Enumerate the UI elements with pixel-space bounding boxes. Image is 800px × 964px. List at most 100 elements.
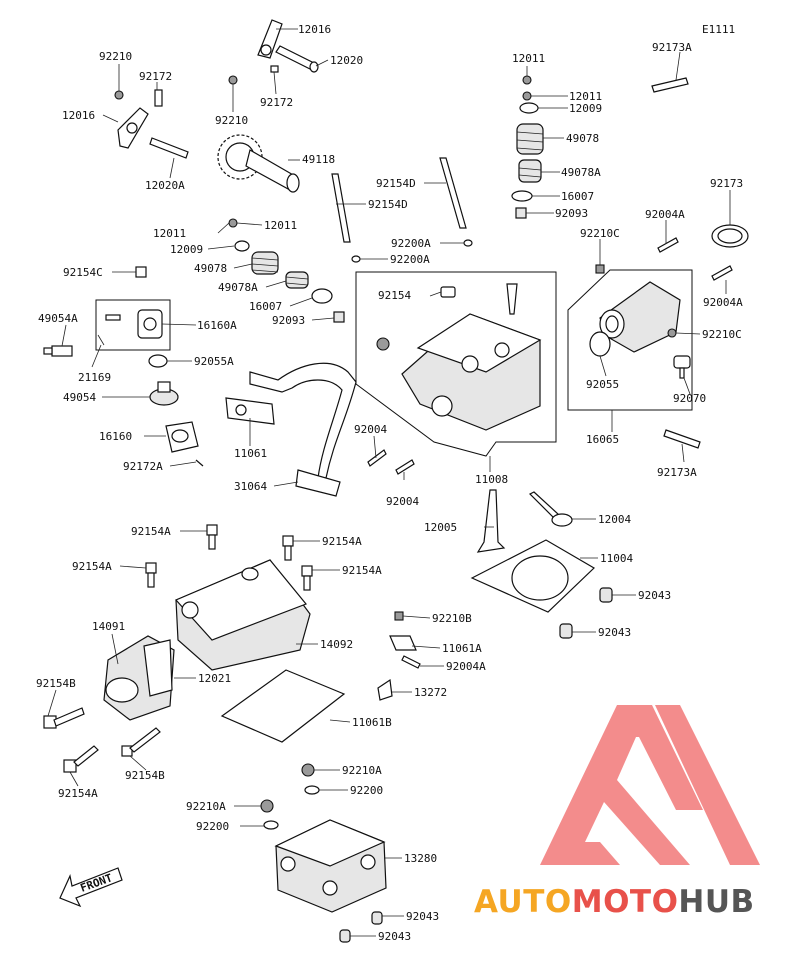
watermark-logo-shape [540, 705, 703, 865]
part-label: 92055 [586, 378, 619, 391]
cover-gasket-11061b [220, 669, 346, 743]
nut-92210-upper [228, 75, 238, 85]
diagram-code: E1111 [702, 23, 735, 36]
part-label: 11061 [234, 447, 267, 460]
part-label: 14091 [92, 620, 125, 633]
part-label: 92004A [703, 296, 743, 309]
part-label: 12009 [569, 102, 602, 115]
part-label: 92210C [702, 328, 742, 341]
part-label: 49054A [38, 312, 78, 325]
part-label: 92172 [139, 70, 172, 83]
bolt-92154a-bottom [63, 745, 99, 773]
part-label: 12020 [330, 54, 363, 67]
part-label: 12004 [598, 513, 631, 526]
washer-92200-upper [304, 785, 320, 795]
cylinder-head-group-bracket [355, 271, 557, 457]
part-label: 92093 [272, 314, 305, 327]
camshaft [217, 134, 300, 193]
part-label: 92154A [131, 525, 171, 538]
part-label: 92210C [580, 227, 620, 240]
pin-92172-left [154, 89, 163, 107]
valve-cotter-12011-right [522, 75, 532, 85]
automotohub-watermark: AUTOMOTOHUB [474, 705, 760, 920]
bolt-92154a-2 [282, 535, 294, 561]
nut-92210b [394, 611, 404, 621]
part-label: 92043 [598, 626, 631, 639]
part-label: 12016 [62, 109, 95, 122]
part-label: 92154B [36, 677, 76, 690]
spring-seat-16007-left [311, 288, 333, 304]
part-label: 92210B [432, 612, 472, 625]
part-label: 31064 [234, 480, 267, 493]
front-label: FRONT [79, 871, 115, 895]
part-label: 92055A [194, 355, 234, 368]
bolt-92154c [135, 266, 147, 278]
part-label: 92210 [215, 114, 248, 127]
bolt-92154a-3 [145, 562, 157, 588]
intake-pipe-group-bracket [567, 269, 693, 411]
gasket-12021 [143, 639, 173, 697]
o-ring-92055a [148, 354, 168, 368]
part-label: 12011 [569, 90, 602, 103]
part-label: 12009 [170, 243, 203, 256]
part-label: 21169 [78, 371, 111, 384]
part-label: 49078 [566, 132, 599, 145]
o-ring-92055 [589, 331, 611, 357]
nut-92210a-lower [260, 799, 274, 813]
part-label: 49078A [561, 166, 601, 179]
pin-92004a-lower [711, 265, 733, 281]
part-label: 92154A [72, 560, 112, 573]
part-label: 92093 [555, 207, 588, 220]
clamp-92173a-top [651, 77, 689, 93]
watermark-hub: HUB [678, 884, 754, 920]
nut-92210c-upper [595, 264, 605, 274]
valve-cotter-12011-left [228, 218, 238, 228]
retainer-12009-right [519, 102, 539, 114]
part-label: 92043 [406, 910, 439, 923]
part-label: 12011 [264, 219, 297, 232]
clamp-92173 [711, 224, 749, 248]
part-labels: E1111 12016 12020 92210 92172 12016 9217… [36, 23, 743, 943]
housing-16160 [165, 421, 199, 453]
part-label: 92210A [342, 764, 382, 777]
watermark-auto: AUTO [474, 884, 572, 920]
part-label: 49118 [302, 153, 335, 166]
bolt-92154a-4 [301, 565, 313, 591]
part-label: 11061A [442, 642, 482, 655]
washer-92200-lower [263, 820, 279, 830]
camshaft-holder-13280 [274, 819, 387, 913]
part-label: 92043 [378, 930, 411, 943]
pin-92004-b [395, 459, 415, 475]
dowel-92043-d [339, 929, 351, 943]
dowel-92043-a [599, 587, 613, 603]
part-label: 49078A [218, 281, 258, 294]
part-label: 92154A [322, 535, 362, 548]
part-label: 11004 [600, 552, 633, 565]
bracket-13272 [377, 678, 393, 701]
valve-12005 [476, 489, 506, 553]
nut-92210a-upper [301, 763, 315, 777]
part-label: 92173A [657, 466, 697, 479]
rocker-shaft-upper [275, 45, 319, 73]
dowel-top-head [506, 283, 518, 315]
dowel-92043-c [371, 911, 383, 925]
part-label: 12011 [512, 52, 545, 65]
part-label: 92200 [350, 784, 383, 797]
oil-pipe-31064 [249, 362, 357, 497]
sensor-49054a [43, 345, 73, 357]
part-label: 12016 [298, 23, 331, 36]
part-label: 92154 [378, 289, 411, 302]
housing-16160a [137, 309, 163, 339]
part-label: 49078 [194, 262, 227, 275]
watermark-logo-right [655, 705, 760, 865]
part-label: 14092 [320, 638, 353, 651]
part-label: 11008 [475, 473, 508, 486]
pin-92172-upper [270, 65, 279, 73]
leader-lines [47, 28, 731, 937]
bolt-92154-head [440, 286, 456, 298]
part-label: 16160 [99, 430, 132, 443]
pin-92004a-upper [657, 237, 679, 253]
stud-92154d-left [331, 173, 351, 243]
spring-seat-16007-right [511, 190, 533, 202]
